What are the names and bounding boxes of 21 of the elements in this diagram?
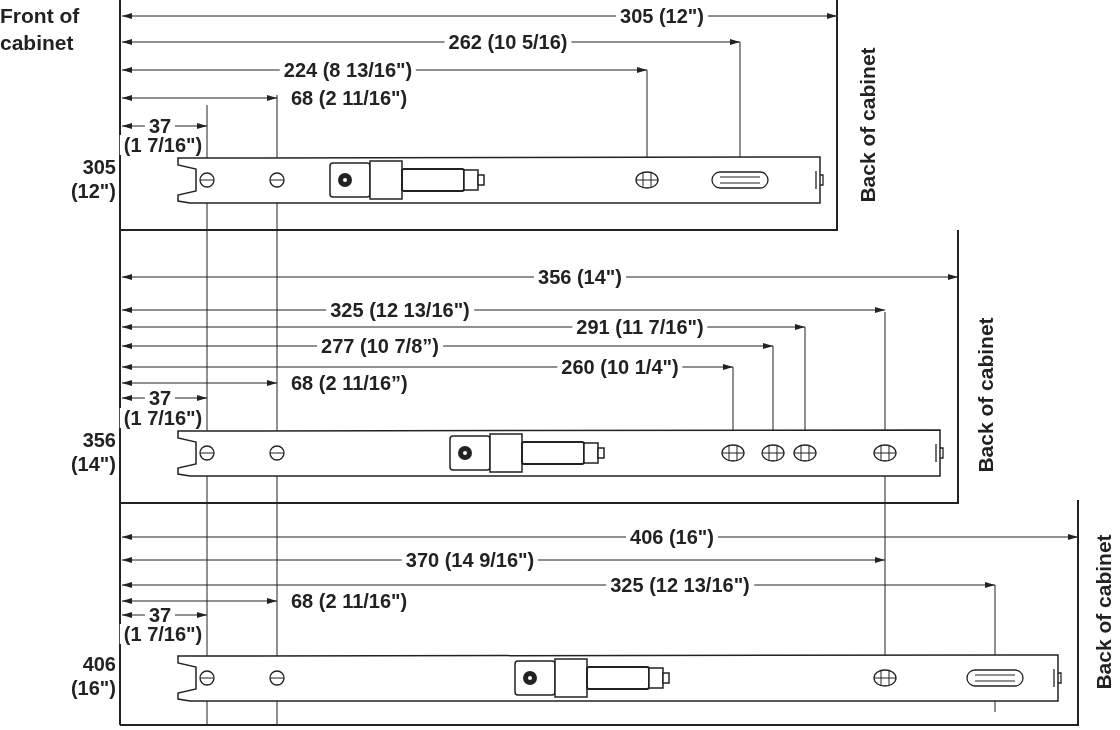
side-label: Back of cabinet bbox=[856, 47, 880, 203]
dimension-label: 277 (10 7/8”) bbox=[317, 336, 443, 356]
dimension-label: 325 (12 13/16") bbox=[326, 300, 474, 320]
dimension-label: 224 (8 13/16") bbox=[279, 60, 417, 80]
side-label: Back of cabinet bbox=[1092, 534, 1116, 690]
dimension-label: 291 (11 7/16") bbox=[572, 317, 708, 337]
dimension-label: 37 bbox=[144, 605, 176, 625]
side-label: Back of cabinet bbox=[974, 317, 998, 473]
dimension-label: 37 bbox=[144, 116, 176, 136]
dimension-label: 37 bbox=[144, 388, 176, 408]
dimension-label: 305 (12") bbox=[69, 155, 116, 203]
dimension-label: 356 (14") bbox=[534, 267, 626, 287]
dimension-label: 406 (16") bbox=[69, 652, 116, 700]
dimension-label: 260 (10 1/4") bbox=[557, 357, 683, 377]
dimension-label: 406 (16") bbox=[626, 527, 718, 547]
dimension-label: 305 (12") bbox=[616, 6, 708, 26]
dimension-label: 356 (14") bbox=[69, 428, 116, 476]
dimension-label: 262 (10 5/16) bbox=[444, 32, 572, 52]
dimension-label: 370 (14 9/16") bbox=[401, 550, 539, 570]
heading-label: Front of cabinet bbox=[0, 3, 81, 56]
dimension-label: 325 (12 13/16") bbox=[606, 575, 754, 595]
